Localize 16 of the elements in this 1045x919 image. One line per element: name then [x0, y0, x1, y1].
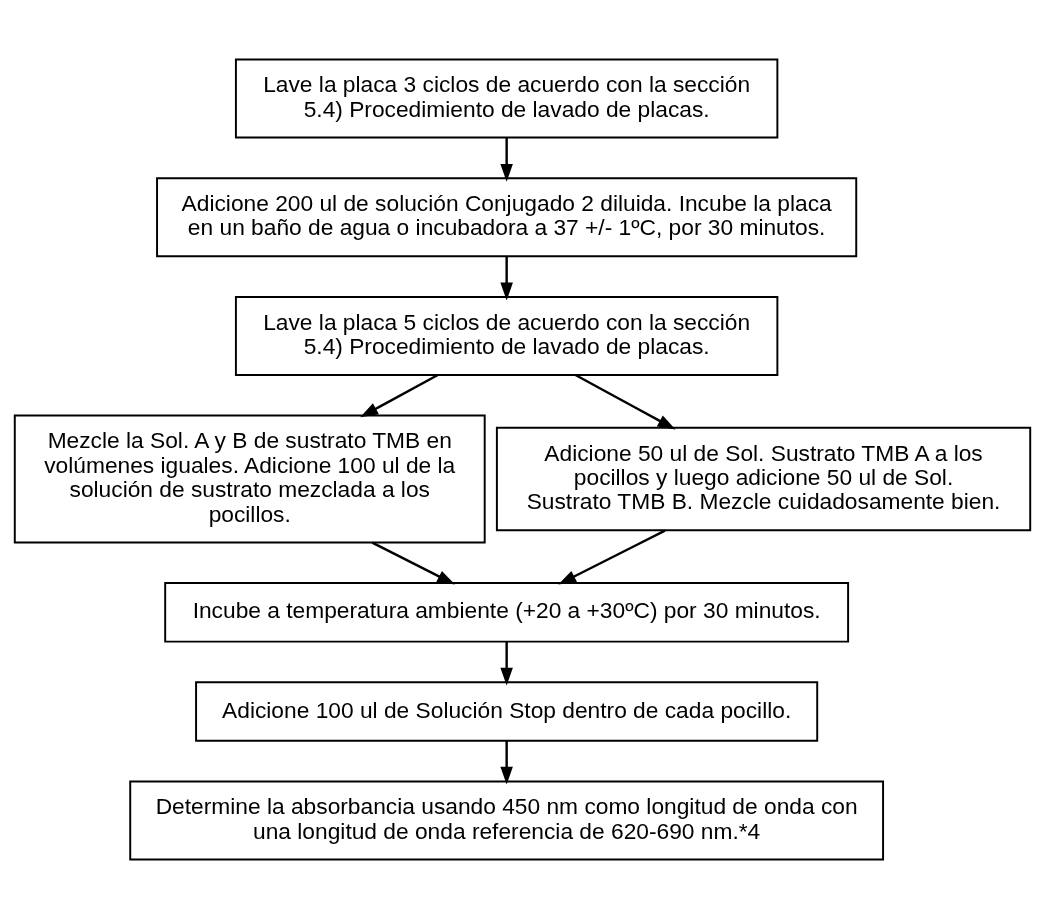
arrow	[574, 373, 676, 430]
node-box: Adicione 200 ul de solución Conjugado 2 diluida. Incube la placa en un baño de agua o incubadora a 37 +/- 1ºC, por 30 minutos.	[156, 177, 858, 258]
arrow	[500, 256, 513, 301]
arrow	[500, 137, 513, 182]
node-box: Lave la placa 3 ciclos de acuerdo con la sección 5.4) Procedimiento de lavado de placas.	[234, 58, 779, 139]
arrow	[371, 541, 456, 585]
node-box: Incube a temperatura ambiente (+20 a +30ºC) por 30 minutos.	[164, 582, 850, 643]
node-box: Mezcle la Sol. A y B de sustrato TMB en volúmenes iguales. Adicione 100 ul de la solución de sustrato mezclada a los pocillos.	[13, 414, 486, 544]
arrow	[360, 373, 439, 418]
node-box: Adicione 50 ul de Sol. Sustrato TMB A a los pocillos y luego adicione 50 ul de Sol. Sustrato TMB B. Mezcle cuidadosamente bien.	[495, 426, 1032, 532]
node-box: Lave la placa 5 ciclos de acuerdo con la sección 5.4) Procedimiento de lavado de placas.	[234, 295, 779, 376]
arrow	[558, 529, 666, 585]
node-box: Determine la absorbancia usando 450 nm como longitud de onda con una longitud de onda referencia de 620-690 nm.*4	[129, 780, 885, 861]
node-box: Adicione 100 ul de Solución Stop dentro de cada pocillo.	[195, 681, 819, 742]
arrow	[500, 641, 513, 686]
arrow	[500, 740, 513, 785]
